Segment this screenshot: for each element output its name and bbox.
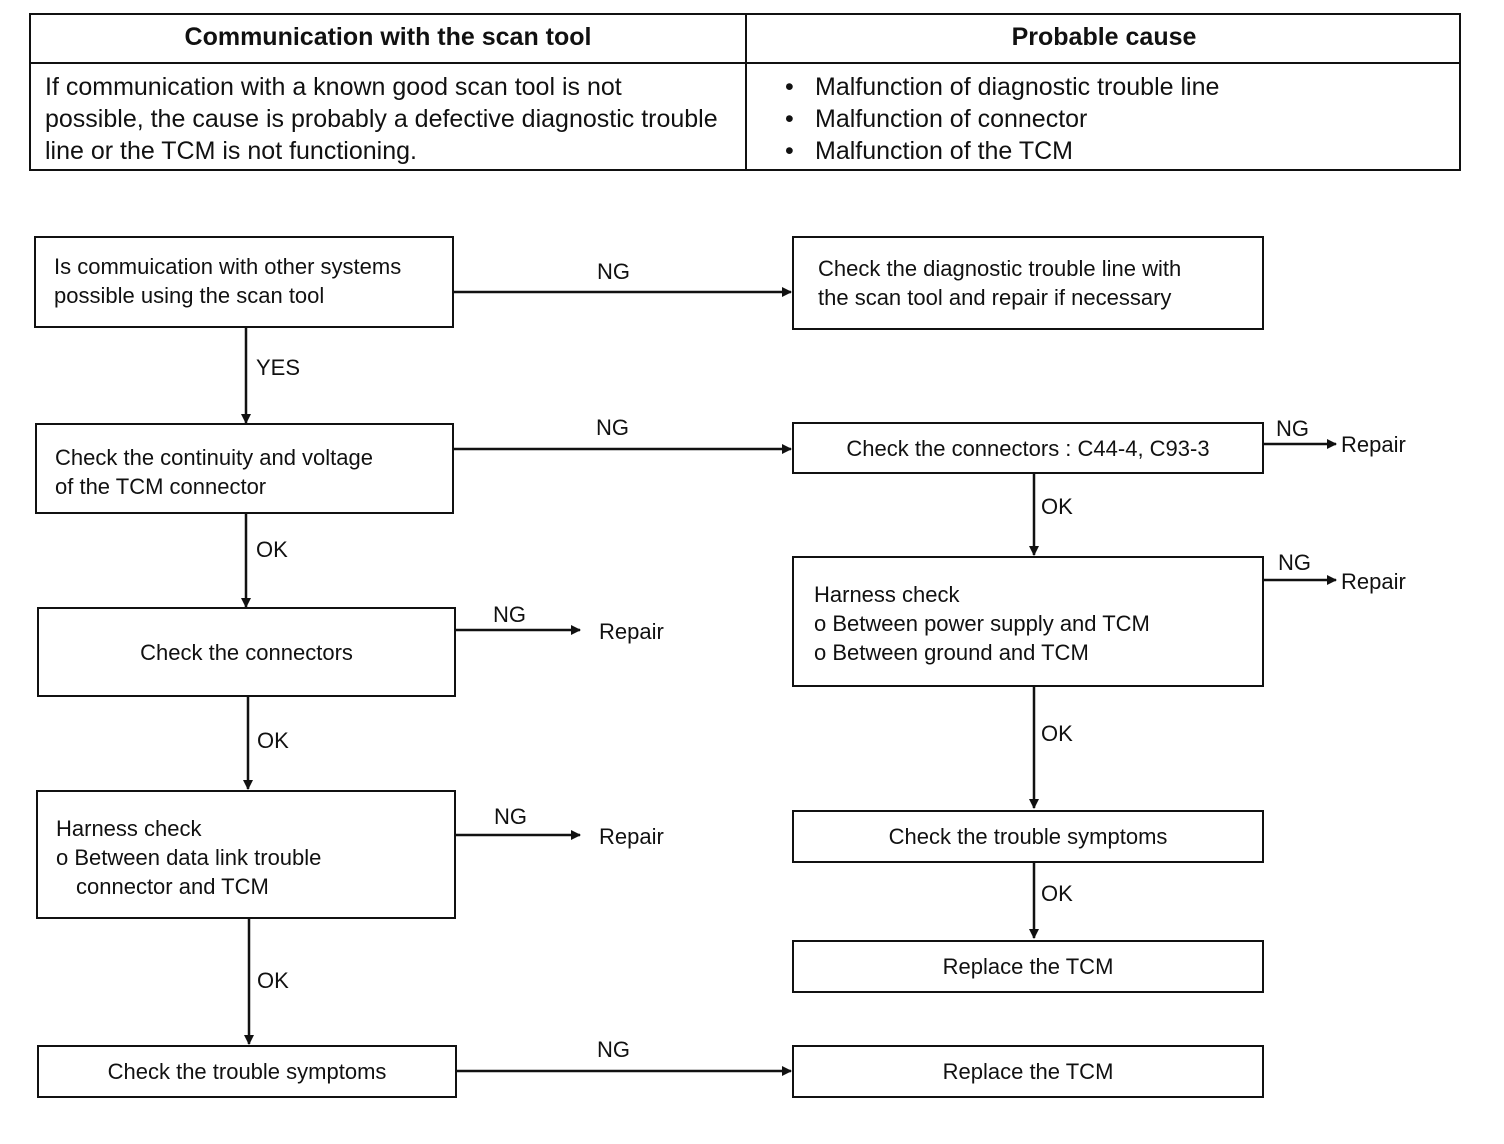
step-text: possible using the scan tool: [54, 283, 325, 308]
step-harness-check-power-ground: Harness check o Between power supply and…: [792, 556, 1264, 687]
table-description: If communication with a known good scan …: [45, 73, 718, 165]
label-ok: OK: [256, 537, 288, 562]
step-text: Is commuication with other systems: [54, 254, 402, 279]
step-replace-tcm-final: Replace the TCM: [792, 1045, 1264, 1098]
step-check-trouble-symptoms-right: Check the trouble symptoms: [792, 810, 1264, 863]
step-check-connectors: Check the connectors: [37, 607, 456, 697]
step-check-continuity-voltage: Check the continuity and voltage of the …: [35, 423, 454, 514]
step-check-trouble-symptoms: Check the trouble symptoms: [37, 1045, 457, 1098]
step-text: Check the continuity and voltage: [55, 445, 373, 470]
step-text: Check the connectors: [140, 639, 353, 665]
step-text: connector and TCM: [76, 874, 269, 899]
label-repair: Repair: [1341, 432, 1406, 457]
label-ok: OK: [257, 968, 289, 993]
probable-cause-table: Communication with the scan tool Probabl…: [29, 13, 1461, 171]
step-text: Check the trouble symptoms: [888, 824, 1168, 849]
cause-item: Malfunction of connector: [785, 103, 1219, 135]
label-ok: OK: [257, 728, 289, 753]
step-check-connectors-c44-c93: Check the connectors : C44-4, C93-3: [792, 422, 1264, 474]
step-check-diagnostic-line: Check the diagnostic trouble line with t…: [792, 236, 1264, 330]
label-ng: NG: [597, 259, 630, 284]
label-ng: NG: [1278, 550, 1311, 575]
table-header-divider: [31, 62, 1459, 64]
label-ng: NG: [597, 1037, 630, 1062]
cause-list: Malfunction of diagnostic trouble line M…: [785, 71, 1219, 167]
step-check-communication: Is commuication with other systems possi…: [34, 236, 454, 328]
label-repair: Repair: [599, 824, 664, 849]
step-title: Harness check: [814, 582, 960, 607]
step-text: o Between ground and TCM: [814, 640, 1089, 665]
label-yes: YES: [256, 355, 301, 380]
label-ng: NG: [1276, 416, 1309, 441]
step-text: the scan tool and repair if necessary: [818, 285, 1172, 310]
step-text: Check the connectors : C44-4, C93-3: [846, 435, 1210, 461]
table-header-communication: Communication with the scan tool: [184, 23, 592, 51]
step-text: of the TCM connector: [55, 474, 267, 499]
label-ng: NG: [493, 602, 526, 627]
step-text: Check the diagnostic trouble line with: [818, 256, 1182, 281]
cause-item: Malfunction of the TCM: [785, 135, 1219, 167]
step-text: o Between data link trouble: [56, 845, 322, 870]
table-column-divider: [745, 15, 747, 169]
step-text: Replace the TCM: [942, 954, 1114, 979]
label-repair: Repair: [599, 619, 664, 644]
label-ng: NG: [596, 415, 629, 440]
step-text: o Between power supply and TCM: [814, 611, 1150, 636]
label-ok: OK: [1041, 721, 1073, 746]
cause-item: Malfunction of diagnostic trouble line: [785, 71, 1219, 103]
step-text: Replace the TCM: [942, 1059, 1114, 1084]
label-ok: OK: [1041, 494, 1073, 519]
step-replace-tcm: Replace the TCM: [792, 940, 1264, 993]
step-title: Harness check: [56, 816, 202, 841]
step-harness-check-data-link: Harness check o Between data link troubl…: [36, 790, 456, 919]
table-header-probable-cause: Probable cause: [1011, 23, 1197, 51]
label-ng: NG: [494, 804, 527, 829]
step-text: Check the trouble symptoms: [107, 1059, 387, 1084]
label-repair: Repair: [1341, 569, 1406, 594]
label-ok: OK: [1041, 881, 1073, 906]
